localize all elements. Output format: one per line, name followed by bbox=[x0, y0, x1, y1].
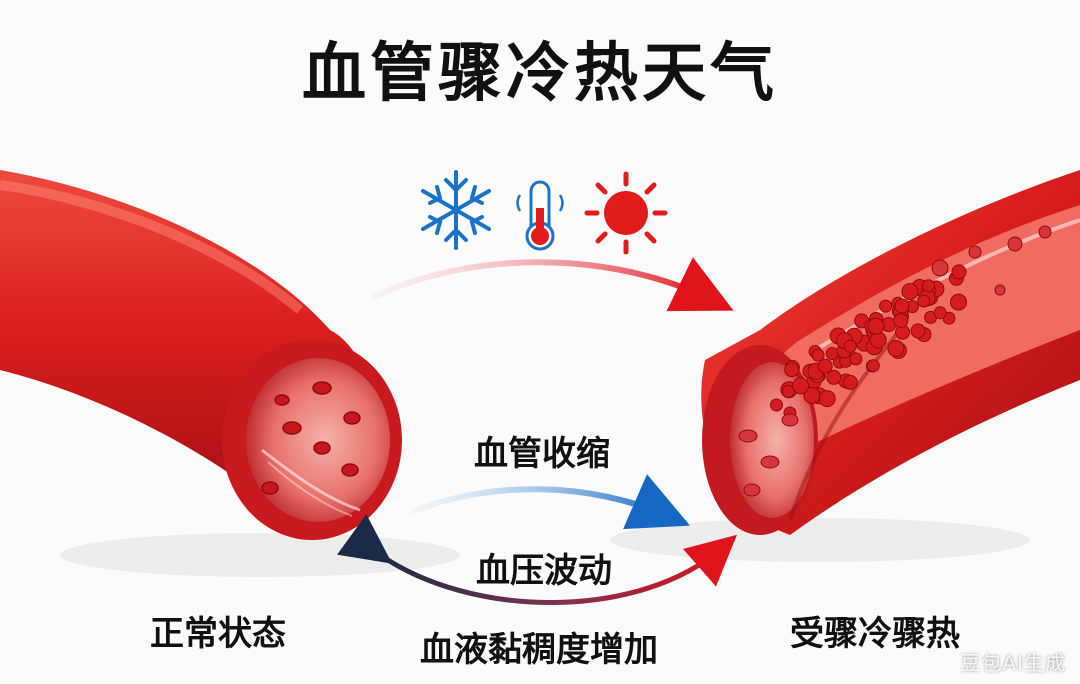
blood-cell bbox=[950, 293, 967, 311]
constriction-arrow bbox=[410, 474, 691, 530]
blood-cell bbox=[784, 362, 800, 378]
normal-blood-cells bbox=[261, 381, 361, 495]
affected-vessel-lumen bbox=[730, 362, 814, 518]
blood-cell bbox=[849, 352, 863, 366]
bp-fluctuation-arrow bbox=[337, 514, 738, 605]
snowflake-icon bbox=[421, 170, 491, 250]
constriction-label: 血管收缩 bbox=[474, 434, 610, 474]
thermometer-icon bbox=[516, 180, 564, 251]
blood-cell bbox=[825, 347, 839, 360]
top-transition-arrow bbox=[370, 257, 734, 312]
blood-cell bbox=[803, 387, 821, 404]
blood-cell bbox=[781, 385, 795, 398]
blood-cell bbox=[843, 339, 857, 353]
blood-cell bbox=[879, 299, 893, 313]
blood-cell bbox=[933, 306, 947, 320]
clumped-blood-cells bbox=[770, 264, 967, 420]
stray-blood-cells bbox=[738, 225, 1052, 497]
blood-cell bbox=[867, 317, 885, 335]
page-title: 血管骤冷热天气 bbox=[302, 37, 778, 111]
blood-cell bbox=[910, 323, 926, 339]
affected-state-label: 受骤冷骤热 bbox=[790, 614, 960, 654]
blood-cell bbox=[842, 374, 858, 390]
blood-cell bbox=[826, 369, 842, 385]
blood-cell bbox=[951, 264, 967, 280]
blood-cell bbox=[770, 398, 783, 412]
sun-icon bbox=[584, 171, 668, 255]
blood-cell bbox=[901, 283, 919, 300]
blood-cell bbox=[917, 294, 931, 308]
left-vessel-shadow bbox=[60, 533, 460, 577]
watermark: 豆包AI生成 bbox=[960, 651, 1066, 675]
blood-cell bbox=[866, 359, 880, 373]
blood-cell bbox=[887, 340, 905, 357]
blood-cell bbox=[894, 298, 910, 314]
blood-cell bbox=[869, 331, 887, 349]
right-vessel-shadow bbox=[610, 518, 1030, 562]
blood-cell bbox=[818, 390, 836, 408]
blood-cell bbox=[817, 358, 833, 374]
blood-cell bbox=[893, 313, 909, 329]
viscosity-label: 血液黏稠度增加 bbox=[420, 630, 658, 670]
blood-cell bbox=[811, 348, 825, 362]
normal-state-label: 正常状态 bbox=[150, 614, 286, 654]
normal-vessel bbox=[0, 170, 402, 540]
blood-cell bbox=[922, 279, 935, 293]
blood-pressure-label: 血压波动 bbox=[476, 551, 612, 591]
blood-cell bbox=[792, 377, 810, 395]
